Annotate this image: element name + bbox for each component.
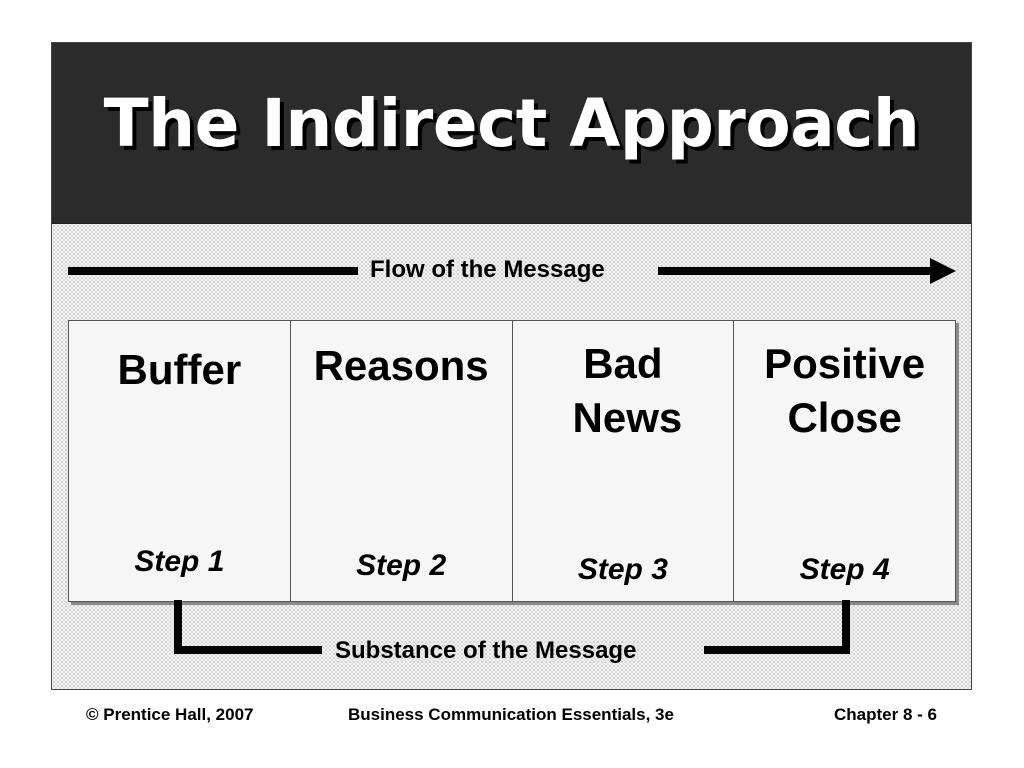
bracket-left-vertical (174, 600, 182, 654)
flow-arrow-left-line (68, 267, 358, 275)
step-heading: Positive Close (764, 340, 926, 441)
flow-label: Flow of the Message (370, 256, 605, 283)
step-column: Buffer Step 1 (69, 321, 291, 601)
footer-page-number: Chapter 8 - 6 (834, 705, 937, 724)
flow-arrow-right-line (658, 267, 936, 275)
step-label: Step 1 (134, 545, 225, 578)
step-heading: Reasons (313, 342, 489, 389)
bracket-left-horizontal (174, 646, 322, 654)
step-label: Step 4 (799, 553, 890, 586)
title-bar: The Indirect Approach (52, 43, 971, 223)
content-area: Flow of the Message Buffer Step 1 Reason… (52, 223, 971, 689)
steps-table: Buffer Step 1 Reasons Step 2 Bad News St… (68, 320, 956, 602)
step-column: Bad News Step 3 (513, 321, 735, 601)
bracket-right-vertical (842, 600, 850, 654)
bracket-right-horizontal (704, 646, 850, 654)
flow-arrow (68, 258, 956, 284)
substance-label: Substance of the Message (335, 637, 637, 664)
step-label: Step 3 (577, 553, 668, 586)
footer-copyright: © Prentice Hall, 2007 (86, 705, 254, 724)
step-heading: Buffer (117, 346, 242, 393)
substance-bracket (174, 600, 850, 654)
step-heading: Bad News (572, 340, 683, 441)
flow-arrow-head (930, 258, 956, 284)
slide-frame: The Indirect Approach Flow of the Messag… (51, 42, 972, 690)
footer-book-title: Business Communication Essentials, 3e (348, 705, 674, 724)
step-column: Reasons Step 2 (291, 321, 513, 601)
step-label: Step 2 (356, 549, 447, 582)
slide-title: The Indirect Approach (103, 85, 920, 162)
step-column: Positive Close Step 4 (734, 321, 955, 601)
